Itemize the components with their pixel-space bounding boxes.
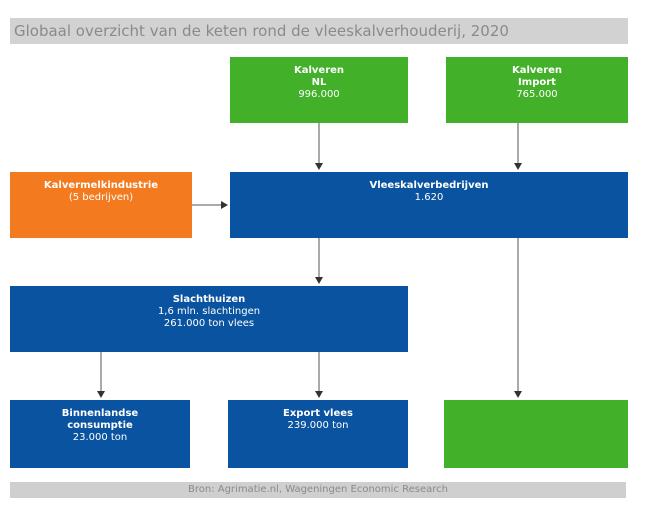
node-binnenlandse-consumptie: Binnenlandse consumptie 23.000 ton: [10, 400, 190, 468]
node-binnenlandse-value: 23.000 ton: [72, 432, 128, 443]
node-slachthuizen-name: Slachthuizen: [172, 294, 246, 305]
node-kalvermelkindustrie: Kalvermelkindustrie (5 bedrijven): [10, 172, 192, 238]
node-export-vlees-value: 239.000 ton: [287, 420, 349, 431]
node-kalveren-nl-line2: NL: [311, 77, 327, 88]
node-kalveren-nl-line1: Kalveren: [293, 65, 345, 76]
node-kalveren-nl: Kalveren NL 996.000: [230, 57, 408, 123]
node-slachthuizen-detail2: 261.000 ton vlees: [163, 318, 255, 329]
node-slachthuizen-detail1: 1,6 mln. slachtingen: [157, 306, 261, 317]
node-vleeskalverbedrijven-name: Vleeskalverbedrijven: [369, 180, 489, 191]
node-binnenlandse-line2: consumptie: [67, 420, 133, 431]
node-kalveren-import-line2: Import: [518, 77, 556, 88]
node-kalvermelk-detail: (5 bedrijven): [68, 192, 134, 203]
node-kalveren-import-line1: Kalveren: [511, 65, 563, 76]
node-slachthuizen: Slachthuizen 1,6 mln. slachtingen 261.00…: [10, 286, 408, 352]
node-export-vlees-name: Export vlees: [283, 408, 353, 419]
node-vleeskalverbedrijven-value: 1.620: [414, 192, 444, 203]
diagram-title: Globaal overzicht van de keten rond de v…: [10, 18, 628, 44]
node-kalvermelk-name: Kalvermelkindustrie: [43, 180, 159, 191]
node-kalveren-import: Kalveren Import 765.000: [446, 57, 628, 123]
node-binnenlandse-line1: Binnenlandse: [61, 408, 139, 419]
source-note: Bron: Agrimatie.nl, Wageningen Economic …: [10, 482, 626, 498]
node-kalveren-import-value: 765.000: [516, 89, 558, 100]
node-export-vlees: Export vlees 239.000 ton: [228, 400, 408, 468]
node-export-vleeskalveren: [444, 400, 628, 468]
node-vleeskalverbedrijven: Vleeskalverbedrijven 1.620: [230, 172, 628, 238]
node-kalveren-nl-value: 996.000: [298, 89, 340, 100]
